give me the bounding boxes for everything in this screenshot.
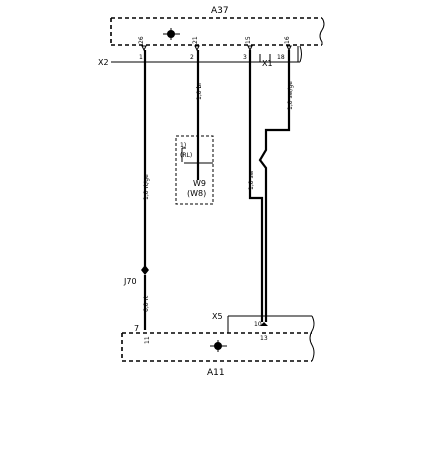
pin-top-4-cavity: 16 xyxy=(284,36,291,44)
pin-bottom-1-number: 7 xyxy=(134,324,139,333)
connector-x2-label: X2 xyxy=(98,58,109,67)
connector-x2: X2 X1 xyxy=(98,45,302,68)
pin-top-3-icon xyxy=(247,45,253,52)
module-a11: A11 xyxy=(121,315,315,378)
wire-4-label: 1,0 sw/ge xyxy=(287,81,294,110)
wire-1-label: 1,0 rt/ge xyxy=(143,174,150,200)
wire-2-label: 1,0 br xyxy=(196,82,203,100)
module-a11-label: A11 xyxy=(207,368,225,378)
module-a37-label: A37 xyxy=(211,6,229,16)
connector-x5-label: X5 xyxy=(212,312,223,321)
wire-3-label: 1,0 sw xyxy=(248,170,255,190)
splice-j70-icon xyxy=(141,265,149,275)
wire-1b-label: 6,0 rt xyxy=(143,295,150,312)
ground-w9-label: W9 xyxy=(193,179,206,188)
wire-4 xyxy=(258,50,291,322)
pin-top-1-number: 1 xyxy=(139,54,143,61)
pin-top-4-icon xyxy=(286,45,292,52)
module-a37: A37 xyxy=(110,6,325,46)
pin-top-1-cavity: 26 xyxy=(138,36,145,44)
pin-top-1-icon xyxy=(141,45,147,52)
connector-x5: X5 xyxy=(212,312,312,333)
pins-bottom: 7 11 10 13 xyxy=(134,321,268,344)
pins-top: 26 1 21 2 15 3 16 18 xyxy=(138,36,292,61)
pin-bottom-1-cavity: 11 xyxy=(144,336,151,344)
ground-w8-label: (W8) xyxy=(187,189,206,198)
ground-tag-2: (RL) xyxy=(180,152,192,159)
pin-top-2-icon xyxy=(194,45,200,52)
pin-bottom-2-number: 10 xyxy=(254,321,262,328)
pin-top-3-number: 3 xyxy=(243,54,247,61)
pin-bottom-2-cavity: 13 xyxy=(260,335,268,342)
pin-top-3-cavity: 15 xyxy=(245,36,252,44)
connector-x1-label: X1 xyxy=(262,59,273,68)
pin-top-2-number: 2 xyxy=(190,54,194,61)
ground-w9: 1) (RL) W9 (W8) xyxy=(175,135,214,205)
pin-bottom-2-icon xyxy=(260,322,268,326)
wires: 1,0 rt/ge J70 6,0 rt 1,0 br 1,0 sw 1,0 s… xyxy=(123,50,294,330)
wire-3 xyxy=(248,50,264,322)
pin-top-2-cavity: 21 xyxy=(192,36,199,44)
pin-top-4-number: 18 xyxy=(277,54,285,61)
ground-tag-1: 1) xyxy=(180,142,186,149)
splice-j70-label: J70 xyxy=(123,277,137,286)
